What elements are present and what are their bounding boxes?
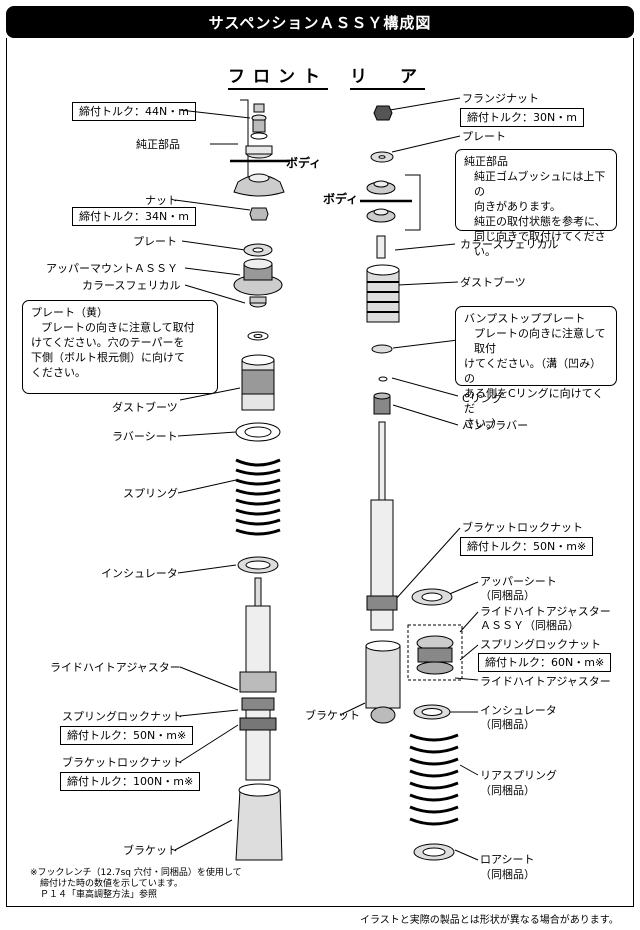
front-spring-lock-label: スプリングロックナット	[62, 710, 183, 723]
disclaimer: イラストと実際の製品とは形状が異なる場合があります。	[360, 915, 619, 926]
front-torque-nut-box: 締付トルク：34N・m	[72, 207, 196, 226]
front-rubber-seat-label: ラバーシート	[112, 430, 178, 443]
rear-ride-height-assy-label: ライドハイトアジャスター	[480, 605, 611, 618]
front-note-line-3: 下側（ボルト根元側）に向けて	[31, 351, 185, 364]
rear-torque-flange-box: 締付トルク：30N・m	[460, 108, 584, 127]
rear-torque-bracket-lock-box: 締付トルク：50N・m※	[460, 537, 594, 556]
footnote-line-1: ※フックレンチ（12.7sq 穴付・同梱品）を使用して	[30, 868, 242, 878]
front-yellow-plate-note: プレート（黄） プレートの向きに注意して取付 けてください。穴のテーパーを 下側…	[22, 300, 218, 394]
front-header: フロント	[228, 62, 328, 90]
rear-plate-label: プレート	[462, 130, 506, 143]
rear-insulator-label: インシュレータ	[480, 704, 557, 717]
rear-insulator-sub: （同梱品）	[480, 718, 535, 731]
rear-bump-line-2: けてください。（溝（凹み）の	[464, 357, 602, 385]
rear-genuine-line-2: 向きがあります。	[474, 200, 561, 213]
front-ride-height-label: ライドハイトアジャスター	[50, 661, 181, 674]
front-dust-boot-label: ダストブーツ	[112, 401, 178, 414]
rear-dust-boot-label: ダストブーツ	[460, 276, 526, 289]
rear-lower-seat-label: ロアシート	[480, 853, 535, 866]
rear-torque-spring-lock-box: 締付トルク：60N・m※	[478, 653, 612, 672]
front-note-title: プレート（黄）	[31, 306, 108, 319]
rear-ride-height-assy-sub: ＡＳＳＹ（同梱品）	[480, 619, 579, 632]
rear-genuine-line-3: 純正の取付状態を参考に、	[474, 215, 606, 228]
front-torque-spring-lock-box: 締付トルク：50N・m※	[60, 726, 194, 745]
rear-header: リ ア	[350, 62, 425, 90]
rear-genuine-note: 純正部品 純正ゴムブッシュには上下の 向きがあります。 純正の取付状態を参考に、…	[455, 149, 617, 258]
front-body-label: ボディ	[286, 156, 322, 170]
rear-spring-lock-label: スプリングロックナット	[480, 638, 601, 651]
diagram-frame	[6, 38, 634, 907]
rear-bump-title: バンプストッププレート	[464, 312, 586, 325]
rear-bump-line-1: プレートの向きに注意して取付	[474, 327, 606, 355]
rear-bracket-lock-label: ブラケットロックナット	[462, 521, 583, 534]
front-note-line-2: けてください。穴のテーパーを	[31, 336, 185, 349]
rear-body-label: ボディ	[323, 192, 359, 206]
rear-collar-label: カラースフェリカル	[460, 238, 559, 251]
front-plate-label: プレート	[133, 235, 177, 248]
rear-spring-sub: （同梱品）	[480, 784, 535, 797]
diagram-title: サスペンションＡＳＳＹ構成図	[6, 6, 634, 38]
front-genuine-label: 純正部品	[136, 138, 180, 151]
front-nut-label: ナット	[145, 194, 178, 207]
rear-genuine-line-4: 同じ向きで取付けてください。	[474, 230, 606, 258]
rear-bump-line-4: さい。）	[464, 417, 503, 430]
front-bracket-label: ブラケット	[123, 844, 178, 857]
rear-bump-plate-note: バンプストッププレート プレートの向きに注意して取付 けてください。（溝（凹み）…	[455, 306, 617, 430]
front-collar-label: カラースフェリカル	[82, 279, 181, 292]
rear-spring-label: リアスプリング	[480, 769, 557, 782]
front-torque-bracket-lock-box: 締付トルク：100N・m※	[60, 772, 201, 791]
front-note-line-1: プレートの向きに注意して取付	[41, 321, 195, 334]
footnote-line-2: 締付けた時の数値を示しています。	[40, 879, 183, 889]
rear-flange-nut-label: フランジナット	[462, 92, 539, 105]
rear-upper-seat-label: アッパーシート	[480, 575, 557, 588]
rear-bracket-label: ブラケット	[305, 709, 360, 722]
footnote: ※フックレンチ（12.7sq 穴付・同梱品）を使用して 締付けた時の数値を示して…	[30, 868, 242, 901]
front-note-line-4: ください。	[31, 366, 86, 379]
rear-c-ring-label: Cリング	[462, 392, 503, 405]
rear-bump-rubber-label: バンプラバー	[462, 419, 529, 432]
rear-bump-line-3: ある側をCリングに向けてくだ	[464, 387, 604, 415]
rear-ride-height-label: ライドハイトアジャスター	[480, 675, 611, 688]
rear-genuine-line-1: 純正ゴムブッシュには上下の	[474, 170, 606, 198]
front-bracket-lock-label: ブラケットロックナット	[62, 756, 183, 769]
rear-genuine-title: 純正部品	[464, 155, 508, 168]
rear-lower-seat-sub: （同梱品）	[480, 868, 535, 881]
front-torque-top-box: 締付トルク：44N・m	[72, 102, 196, 121]
front-upper-mount-label: アッパーマウントＡＳＳＹ	[46, 262, 178, 275]
rear-upper-seat-sub: （同梱品）	[480, 589, 535, 602]
footnote-line-3: Ｐ１４「車高調整方法」参照	[40, 890, 158, 900]
front-insulator-label: インシュレータ	[101, 567, 178, 580]
front-spring-label: スプリング	[123, 487, 178, 500]
